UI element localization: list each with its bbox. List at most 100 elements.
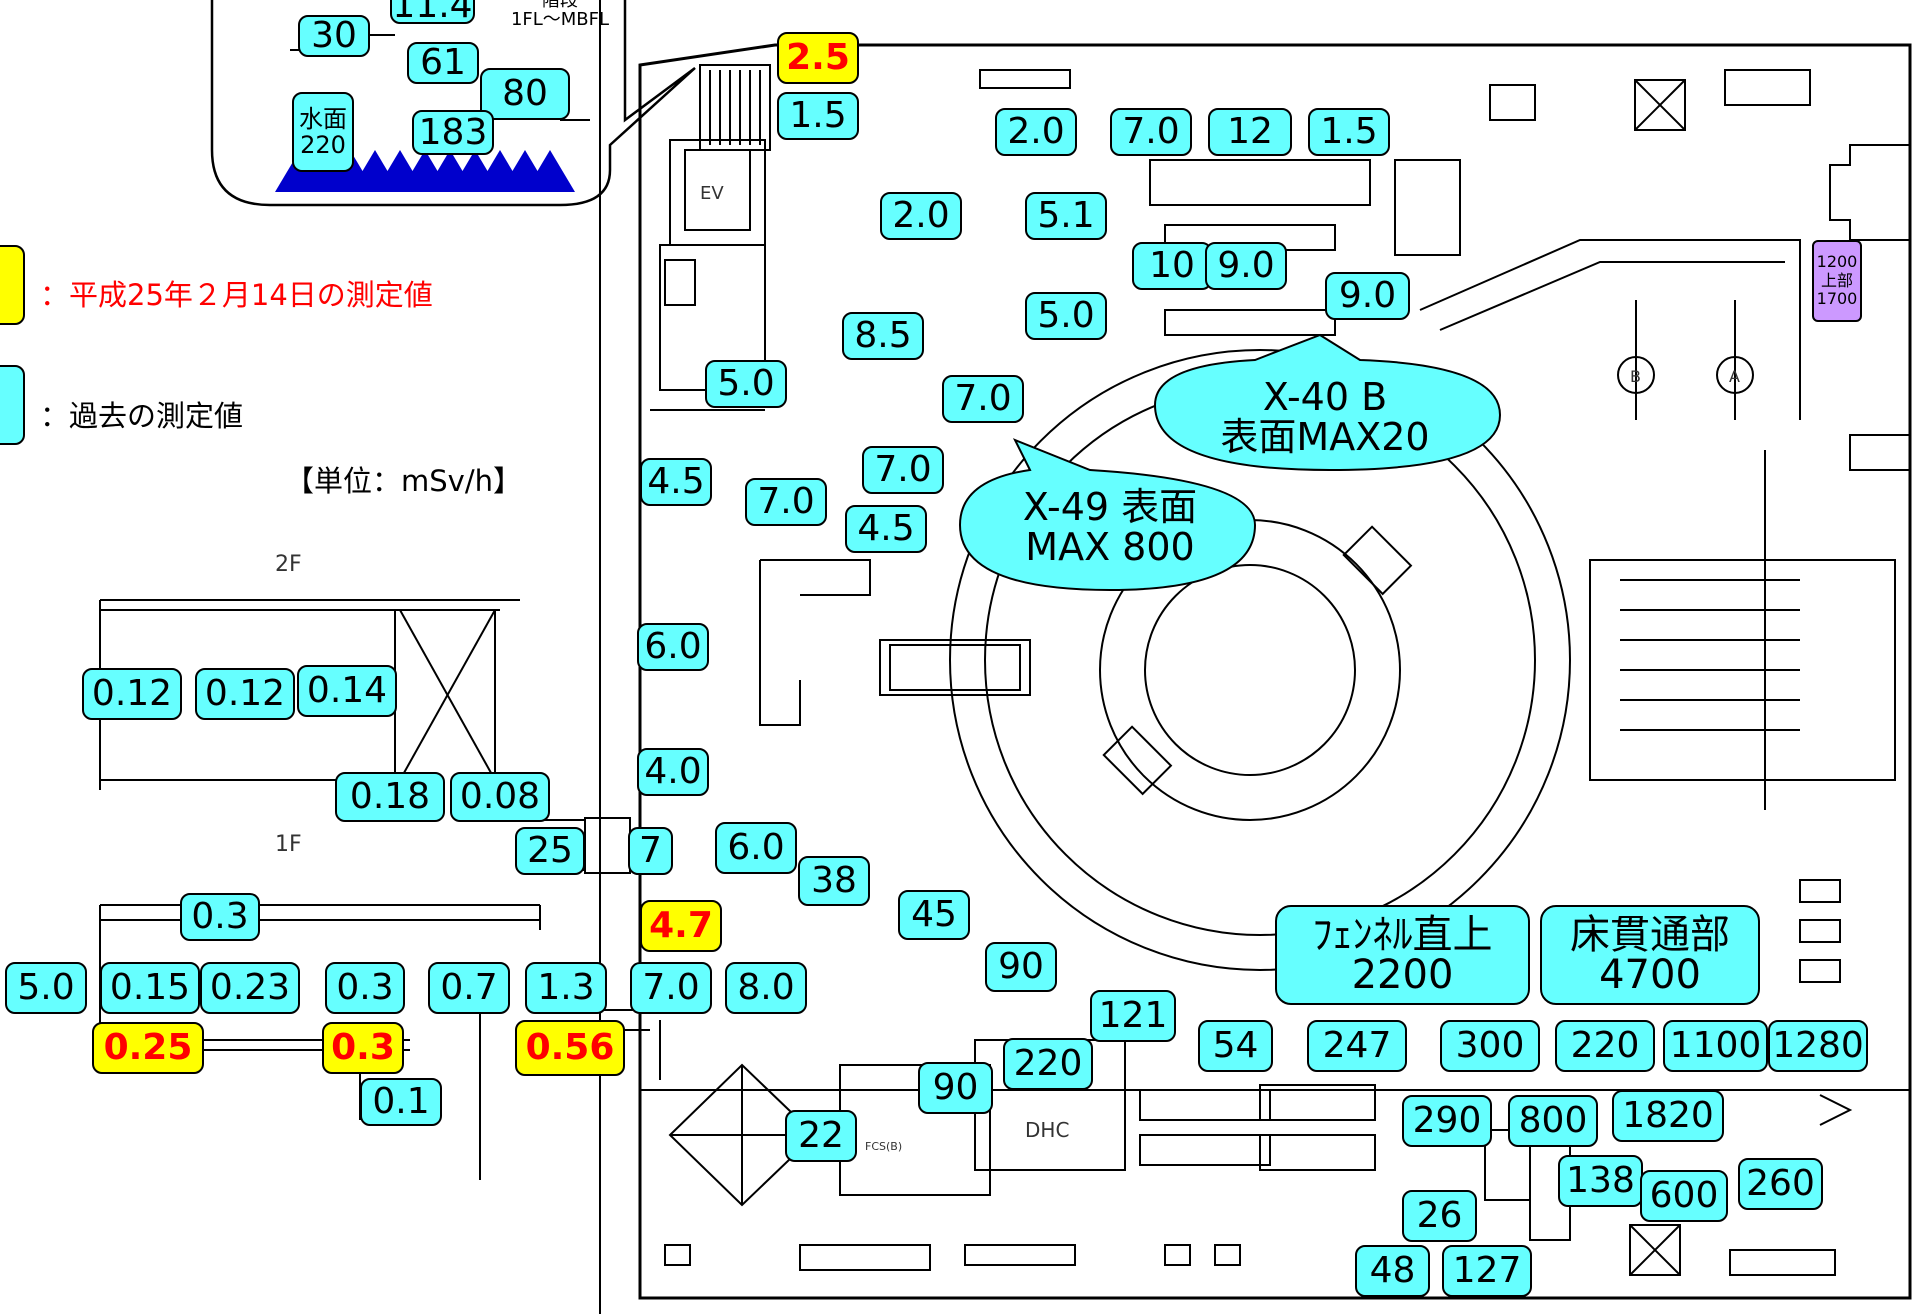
floor-2f-label: 2F	[275, 552, 302, 577]
callout-x49: X-49 表面 MAX 800	[1000, 485, 1220, 569]
room-ev: EV	[700, 183, 724, 204]
reading-label: 5.0	[5, 962, 87, 1014]
reading-label: 7.0	[942, 375, 1024, 423]
room-fcs: FCS(B)	[865, 1140, 903, 1153]
reading-label: 2.0	[995, 108, 1077, 156]
legend-new-swatch	[0, 245, 25, 325]
reading-label-new: 4.7	[640, 900, 722, 952]
reading-label: 2.0	[880, 192, 962, 240]
floor-penetration-value: 4700	[1599, 952, 1701, 998]
reading-label: 0.1	[360, 1078, 442, 1126]
reading-label: 0.12	[195, 668, 295, 720]
stairs-label-line1: 階段	[542, 0, 578, 11]
reading-label: 7.0	[1110, 108, 1192, 156]
reading-label: 0.12	[82, 668, 182, 720]
reading-label-new: 0.3	[322, 1022, 404, 1074]
callout-x49-line1: X-49 表面	[1022, 485, 1198, 529]
purple-reading-top: 1200	[1816, 252, 1858, 272]
reading-label: 290	[1402, 1095, 1492, 1147]
reading-label-new: 2.5	[777, 32, 859, 84]
reading-label: 7.0	[745, 478, 827, 526]
floor-1f-label: 1F	[275, 832, 302, 857]
reading-label: 127	[1442, 1245, 1532, 1297]
reading-label: 1.3	[525, 962, 607, 1014]
reading-label: 600	[1640, 1170, 1728, 1222]
reading-label: 80	[480, 68, 570, 120]
reading-label: 54	[1198, 1020, 1273, 1072]
legend-old-text: ：過去の測定値	[40, 399, 244, 433]
reading-label: 0.08	[450, 772, 550, 822]
reading-label: 247	[1307, 1020, 1407, 1072]
reading-label: 5.1	[1025, 192, 1107, 240]
reading-label: 0.23	[200, 962, 300, 1014]
callout-x40-line2: 表面MAX20	[1220, 414, 1430, 459]
reading-label: 220	[1003, 1038, 1093, 1090]
water-surface-label: 水面	[299, 104, 347, 133]
reading-label: 9.0	[1325, 272, 1410, 320]
funnel-reading-value: 2200	[1351, 952, 1454, 998]
reading-label: 0.15	[100, 962, 200, 1014]
reading-label: 22	[785, 1110, 857, 1162]
reading-label: 25	[515, 827, 585, 875]
reading-label: 38	[798, 856, 870, 906]
reading-label: 260	[1738, 1158, 1823, 1210]
reading-label: 90	[985, 942, 1057, 992]
reading-label: 26	[1402, 1190, 1477, 1242]
water-surface-value: 220	[300, 131, 346, 159]
reading-label: 6.0	[637, 623, 709, 671]
reading-label: 1100	[1663, 1020, 1768, 1072]
reading-label: 800	[1508, 1095, 1598, 1147]
reading-label: 138	[1558, 1155, 1643, 1207]
purple-reading-mid: 上部	[1820, 270, 1853, 290]
reading-label: 30	[298, 15, 370, 57]
reading-label: 90	[918, 1062, 993, 1114]
reading-label: 183	[412, 110, 494, 155]
reading-label: 9.0	[1205, 242, 1287, 290]
reading-label: 12	[1208, 108, 1292, 156]
reading-label: 8.5	[842, 312, 924, 360]
reading-label: 61	[407, 42, 479, 84]
floor-penetration-label: 床貫通部	[1570, 912, 1730, 958]
reading-label: 1.5	[1308, 108, 1390, 156]
reading-label: 8.0	[725, 962, 807, 1014]
reading-label: 0.3	[325, 962, 405, 1014]
unit-label: 【単位：mSv/h】	[285, 464, 522, 498]
reading-label: 220	[1555, 1020, 1655, 1072]
reading-label: 1.5	[777, 92, 859, 140]
reading-label: 121	[1090, 990, 1176, 1042]
reading-label: 4.5	[640, 458, 712, 506]
callout-x40-line1: X-40 B	[1262, 375, 1388, 419]
reading-label: 7.0	[862, 446, 944, 494]
reading-label: 7	[628, 827, 673, 875]
reading-label: 0.18	[335, 772, 445, 822]
legend-new-text: ：平成25年２月14日の測定値	[40, 278, 433, 312]
callout-x49-line2: MAX 800	[1025, 524, 1195, 569]
reading-label-new: 0.56	[515, 1020, 625, 1076]
reading-label: 10	[1132, 242, 1212, 290]
floor-penetration-reading: 床貫通部 4700	[1540, 905, 1760, 1005]
reading-label-new: 0.25	[92, 1022, 204, 1074]
pump-a: A	[1729, 367, 1740, 386]
reading-label: 7.0	[630, 962, 712, 1014]
reading-label: 4.0	[637, 748, 709, 796]
stairs-label-line2: 1FL～MBFL	[510, 8, 610, 30]
reading-label: 5.0	[1025, 292, 1107, 340]
reading-label: 0.3	[180, 893, 260, 941]
reading-label: 300	[1440, 1020, 1540, 1072]
reading-label: 1280	[1768, 1020, 1868, 1072]
purple-reading-bottom: 1700	[1816, 289, 1858, 309]
reading-label: 6.0	[715, 822, 797, 874]
purple-reading: 1200 上部 1700	[1812, 240, 1862, 322]
stairs-label: 階段 1FL～MBFL	[480, 0, 640, 30]
reading-label: 4.5	[845, 505, 927, 553]
reading-label: 0.14	[297, 665, 397, 717]
room-dhc: DHC	[1025, 1118, 1070, 1142]
reading-label: 1820	[1612, 1090, 1724, 1142]
reading-label: 11.4	[390, 0, 475, 24]
funnel-reading: ﾌｪﾝﾈﾙ直上 2200	[1275, 905, 1530, 1005]
pump-b: B	[1630, 367, 1641, 386]
reading-label: 0.7	[428, 962, 510, 1014]
reading-label: 48	[1355, 1245, 1430, 1297]
water-surface-reading: 水面 220	[292, 92, 354, 172]
